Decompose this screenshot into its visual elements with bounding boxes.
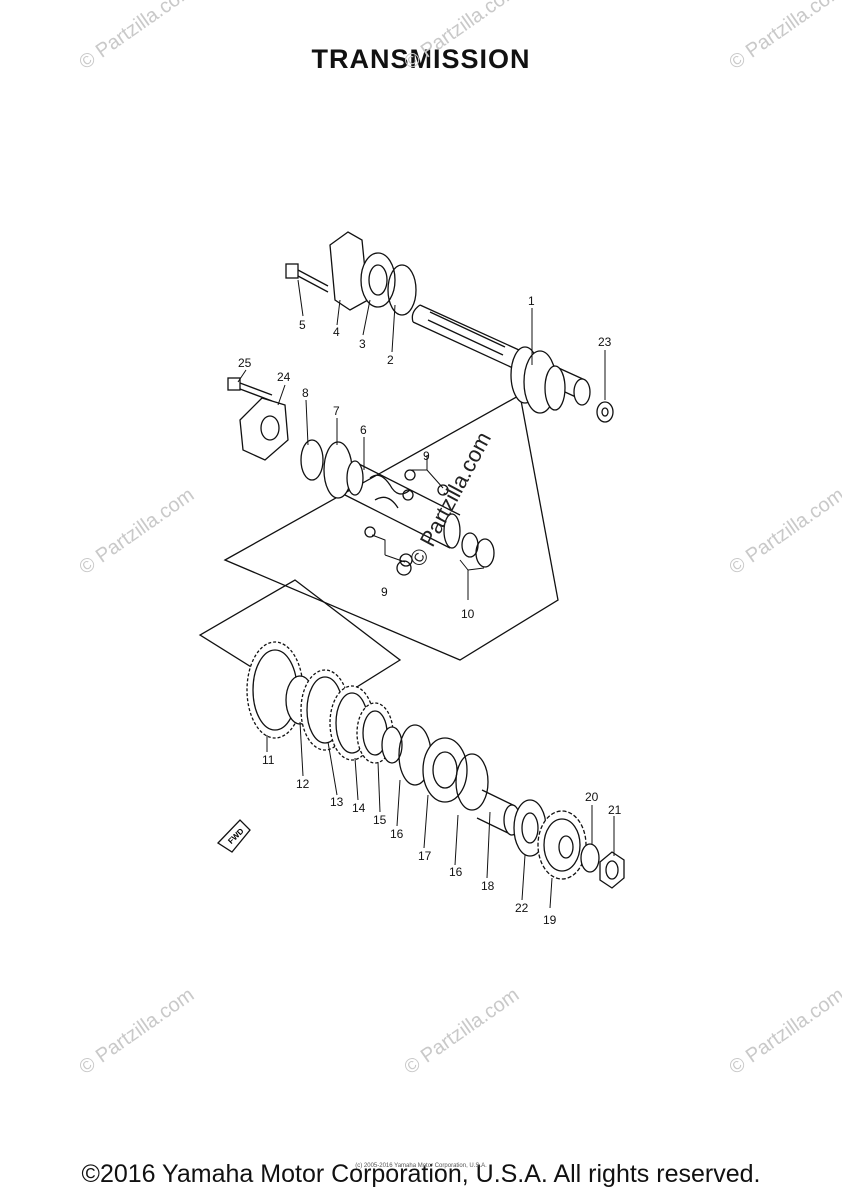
page-title: TRANSMISSION <box>311 44 531 74</box>
assembly-outline-upper <box>223 393 559 661</box>
callout-14: 14 <box>352 801 366 815</box>
exploded-parts-diagram: © Partzilla.com © Partzilla.com © Partzi… <box>75 0 842 1079</box>
callout-labels: 1 2 3 4 5 6 7 8 9 9 10 11 12 13 14 15 16… <box>238 294 622 927</box>
callout-22: 22 <box>515 901 529 915</box>
svg-text:© Partzilla.com: © Partzilla.com <box>400 0 523 74</box>
callout-2: 2 <box>387 353 394 367</box>
callout-9: 9 <box>423 449 430 463</box>
callout-13: 13 <box>330 795 344 809</box>
output-bearing-set <box>398 724 547 857</box>
callout-16: 16 <box>390 827 404 841</box>
watermark: © Partzilla.com <box>400 984 523 1079</box>
main-axle <box>411 304 614 423</box>
callout-25: 25 <box>238 356 252 370</box>
callout-16b: 16 <box>449 865 463 879</box>
callout-20: 20 <box>585 790 599 804</box>
callout-9b: 9 <box>381 585 388 599</box>
gear-stack <box>246 641 403 764</box>
shift-drum <box>300 439 495 576</box>
callout-24: 24 <box>277 370 291 384</box>
stopper-plate <box>227 377 289 461</box>
callout-17: 17 <box>418 849 432 863</box>
svg-text:© Partzilla.com: © Partzilla.com <box>725 984 842 1079</box>
callout-21: 21 <box>608 803 622 817</box>
svg-text:© Partzilla.com: © Partzilla.com <box>404 428 496 571</box>
svg-text:© Partzilla.com: © Partzilla.com <box>725 484 842 579</box>
svg-text:© Partzilla.com: © Partzilla.com <box>725 0 842 74</box>
callout-6: 6 <box>360 423 367 437</box>
callout-1: 1 <box>528 294 535 308</box>
callout-18: 18 <box>481 879 495 893</box>
svg-text:© Partzilla.com: © Partzilla.com <box>400 984 523 1079</box>
copyright-footer: ©2016 Yamaha Motor Corporation, U.S.A. A… <box>81 1160 761 1188</box>
callout-8: 8 <box>302 386 309 400</box>
callout-5: 5 <box>299 318 306 332</box>
drive-sprocket <box>537 810 625 889</box>
callout-3: 3 <box>359 337 366 351</box>
callout-10: 10 <box>461 607 475 621</box>
svg-text:© Partzilla.com: © Partzilla.com <box>75 984 198 1079</box>
watermark: © Partzilla.com <box>725 484 842 579</box>
leader-lines <box>237 279 615 909</box>
callout-12: 12 <box>296 777 310 791</box>
watermark: © Partzilla.com <box>75 984 198 1079</box>
callout-7: 7 <box>333 404 340 418</box>
watermark: © Partzilla.com <box>725 984 842 1079</box>
small-copyright-note: (c) 2005-2016 Yamaha Motor Corporation, … <box>355 1163 487 1169</box>
callout-19: 19 <box>543 913 557 927</box>
forward-direction-icon <box>216 819 251 853</box>
callout-23: 23 <box>598 335 612 349</box>
watermark: © Partzilla.com <box>400 0 523 74</box>
watermark: © Partzilla.com <box>75 484 198 579</box>
watermark: © Partzilla.com <box>75 0 198 74</box>
callout-4: 4 <box>333 325 340 339</box>
watermark: © Partzilla.com <box>725 0 842 74</box>
svg-text:© Partzilla.com: © Partzilla.com <box>75 0 198 74</box>
bearing-assembly-top <box>285 231 417 316</box>
callout-11: 11 <box>262 753 275 767</box>
svg-text:© Partzilla.com: © Partzilla.com <box>75 484 198 579</box>
callout-15: 15 <box>373 813 387 827</box>
center-watermark: © Partzilla.com <box>404 428 496 571</box>
